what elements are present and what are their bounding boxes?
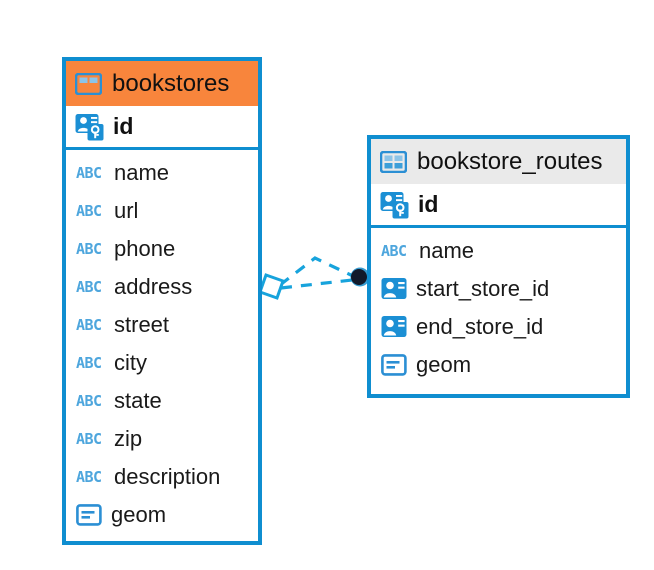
field-row[interactable]: start_store_id bbox=[371, 270, 626, 308]
entity-header-bookstores[interactable]: bookstores bbox=[66, 61, 258, 106]
field-label: name bbox=[114, 160, 170, 185]
text-type-icon: ABC bbox=[76, 277, 102, 296]
table-icon bbox=[74, 72, 103, 95]
field-row[interactable]: geom bbox=[66, 496, 258, 534]
field-row[interactable]: ABC phone bbox=[66, 230, 258, 268]
relationship-line-upper bbox=[279, 256, 356, 287]
field-label: end_store_id bbox=[416, 314, 544, 339]
foreign-key-icon bbox=[381, 277, 407, 301]
text-type-icon: ABC bbox=[76, 467, 102, 486]
text-type-icon: ABC bbox=[76, 163, 102, 182]
field-label: url bbox=[114, 198, 139, 223]
field-label: geom bbox=[416, 352, 472, 377]
field-row[interactable]: ABC name bbox=[66, 154, 258, 192]
text-type-icon: ABC bbox=[76, 201, 102, 220]
primary-key-icon bbox=[75, 113, 104, 141]
field-list-bookstore-routes: ABC name start_store_id bbox=[371, 228, 626, 389]
field-label: geom bbox=[111, 502, 167, 527]
primary-key-label: id bbox=[418, 191, 439, 217]
field-row[interactable]: ABC address bbox=[66, 268, 258, 306]
field-row[interactable]: ABC description bbox=[66, 458, 258, 496]
entity-title: bookstore_routes bbox=[417, 147, 603, 175]
field-row[interactable]: ABC city bbox=[66, 344, 258, 382]
field-row[interactable]: ABC zip bbox=[66, 420, 258, 458]
field-label: city bbox=[114, 350, 147, 375]
field-label: zip bbox=[114, 426, 143, 451]
field-label: state bbox=[114, 388, 162, 413]
field-row[interactable]: geom bbox=[371, 346, 626, 384]
geometry-type-icon bbox=[381, 354, 407, 376]
entity-title: bookstores bbox=[112, 69, 230, 97]
field-row[interactable]: ABC name bbox=[371, 232, 626, 270]
relationship-line-lower bbox=[280, 278, 353, 290]
text-type-icon: ABC bbox=[76, 353, 102, 372]
text-type-icon: ABC bbox=[76, 239, 102, 258]
field-row[interactable]: ABC url bbox=[66, 192, 258, 230]
field-label: street bbox=[114, 312, 170, 337]
text-type-icon: ABC bbox=[76, 391, 102, 410]
field-label: address bbox=[114, 274, 193, 299]
entity-header-bookstore-routes[interactable]: bookstore_routes bbox=[371, 139, 626, 184]
field-row[interactable]: end_store_id bbox=[371, 308, 626, 346]
field-list-bookstores: ABC name ABC url ABC phone ABC address A… bbox=[66, 150, 258, 539]
geometry-type-icon bbox=[76, 504, 102, 526]
entity-bookstores[interactable]: bookstores id bbox=[62, 57, 262, 545]
text-type-icon: ABC bbox=[76, 315, 102, 334]
field-label: phone bbox=[114, 236, 176, 261]
field-label: name bbox=[419, 238, 475, 263]
field-label: description bbox=[114, 464, 221, 489]
primary-key-icon bbox=[380, 191, 409, 219]
diamond-marker bbox=[258, 273, 285, 300]
field-row[interactable]: ABC state bbox=[66, 382, 258, 420]
entity-bookstore-routes[interactable]: bookstore_routes id bbox=[367, 135, 630, 398]
primary-key-row[interactable]: id bbox=[66, 106, 258, 150]
text-type-icon: ABC bbox=[76, 429, 102, 448]
primary-key-row[interactable]: id bbox=[371, 184, 626, 228]
table-icon bbox=[379, 150, 408, 173]
text-type-icon: ABC bbox=[381, 241, 407, 260]
foreign-key-icon bbox=[381, 315, 407, 339]
field-row[interactable]: ABC street bbox=[66, 306, 258, 344]
field-label: start_store_id bbox=[416, 276, 550, 301]
primary-key-label: id bbox=[113, 113, 134, 139]
